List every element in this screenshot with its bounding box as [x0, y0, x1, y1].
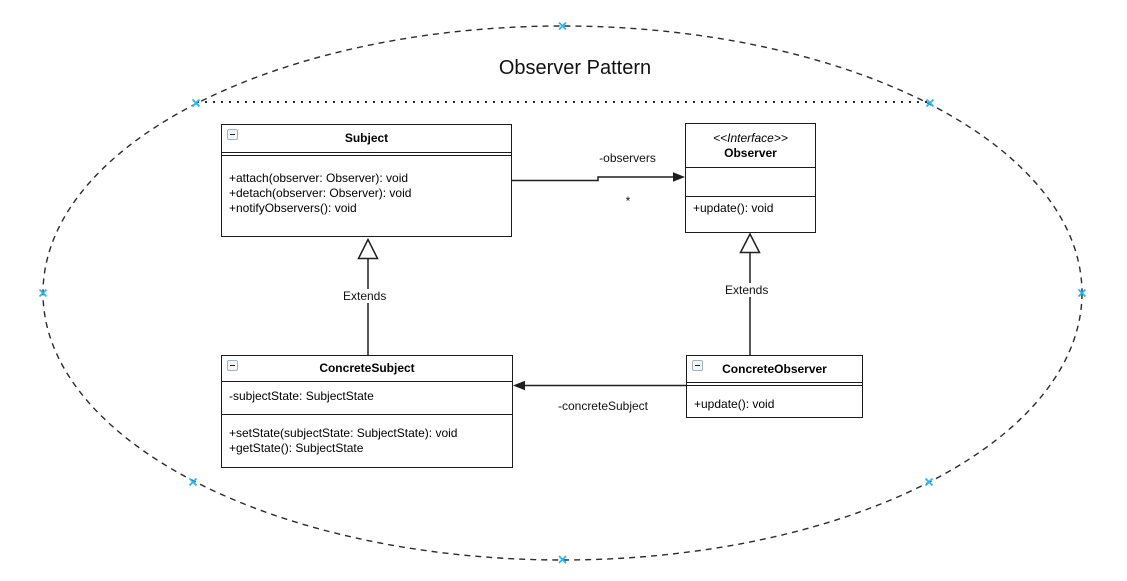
collapse-icon[interactable] [227, 360, 238, 371]
connection-point-icon[interactable] [38, 288, 48, 298]
edge-label-extends-left[interactable]: Extends [340, 289, 390, 303]
class-concrete-subject-name: ConcreteSubject [319, 361, 415, 375]
edge-subject-observer[interactable] [512, 176, 674, 182]
method-line: +notifyObservers(): void [229, 201, 357, 215]
class-observer-name: Observer [724, 145, 777, 160]
method-line: +attach(observer: Observer): void [229, 171, 409, 185]
generalization-triangle-left [357, 237, 379, 260]
class-concrete-observer-attributes-section [687, 383, 862, 386]
edge-label-multiplicity[interactable]: * [625, 194, 631, 208]
class-subject[interactable]: Subject +attach(observer: Observer): voi… [221, 124, 512, 237]
connection-point-icon[interactable] [191, 98, 201, 108]
class-concrete-observer[interactable]: ConcreteObserver +update(): void [686, 355, 863, 418]
edge-label-concrete-subject[interactable]: -concreteSubject [557, 399, 649, 413]
class-concrete-subject[interactable]: ConcreteSubject -subjectState: SubjectSt… [221, 355, 513, 468]
class-subject-attributes-section [222, 153, 511, 156]
class-concrete-observer-name: ConcreteObserver [722, 361, 827, 376]
class-observer-stereotype: <<Interface>> [713, 130, 788, 145]
class-subject-name: Subject [344, 131, 389, 145]
class-concrete-subject-methods-section: +setState(subjectState: SubjectState): v… [222, 415, 512, 456]
method-line: +update(): void [693, 201, 774, 215]
class-subject-title-row: Subject [222, 125, 511, 153]
connection-point-icon[interactable] [558, 21, 567, 31]
class-observer-methods-section: +update(): void [686, 197, 815, 216]
class-observer[interactable]: <<Interface>> Observer +update(): void [685, 123, 816, 233]
collapse-icon[interactable] [227, 129, 238, 140]
edge-label-extends-right[interactable]: Extends [722, 283, 772, 297]
connection-point-icon[interactable] [188, 477, 198, 487]
class-concrete-subject-attributes-section: -subjectState: SubjectState [222, 382, 512, 415]
method-line: +update(): void [694, 397, 775, 411]
class-subject-methods-section: +attach(observer: Observer): void +detac… [222, 156, 511, 216]
connection-point-icon[interactable] [558, 555, 567, 564]
class-concrete-subject-title-row: ConcreteSubject [222, 356, 512, 382]
attribute-line: -subjectState: SubjectState [229, 389, 374, 403]
class-observer-attributes-section [686, 168, 815, 197]
edge-subject-observer-arrowhead [673, 172, 685, 182]
edge-label-observers[interactable]: -observers [599, 151, 656, 165]
method-line: +detach(observer: Observer): void [229, 186, 412, 200]
class-concrete-observer-methods-section: +update(): void [687, 386, 862, 412]
method-line: +getState(): SubjectState [229, 441, 364, 455]
edge-concreteobserver-concretesubject-arrowhead [513, 380, 525, 391]
generalization-triangle-right [739, 232, 761, 254]
class-observer-title-row: <<Interface>> Observer [686, 124, 815, 168]
class-concrete-observer-title-row: ConcreteObserver [687, 356, 862, 383]
connection-point-icon[interactable] [1077, 288, 1087, 298]
method-line: +setState(subjectState: SubjectState): v… [229, 426, 458, 440]
connection-point-icon[interactable] [925, 98, 935, 108]
collapse-icon[interactable] [692, 360, 703, 371]
connection-point-icon[interactable] [924, 477, 934, 487]
diagram-title[interactable]: Observer Pattern [498, 57, 652, 79]
